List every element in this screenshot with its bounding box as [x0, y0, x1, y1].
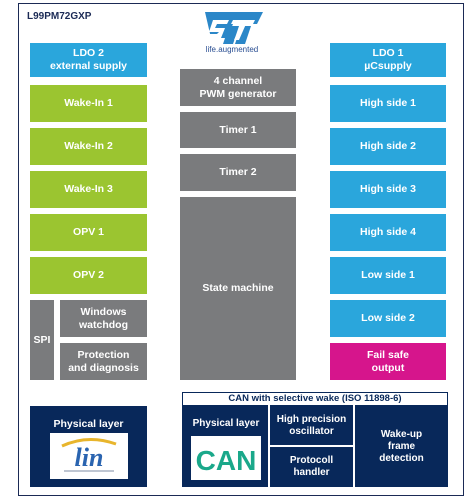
wakeup-line2: frame [387, 441, 416, 452]
spi-label: SPI [33, 333, 51, 346]
fail-safe-line1: Fail safe [366, 348, 410, 361]
wake-in-2-label: Wake-In 2 [64, 140, 113, 152]
ldo1-line1: LDO 1 [372, 47, 404, 59]
low-side-1-block: Low side 1 [330, 257, 446, 294]
opv-1-block: OPV 1 [30, 214, 147, 251]
watchdog-line2: watchdog [79, 318, 128, 331]
ldo2-line1: LDO 2 [73, 47, 104, 59]
low-side-2-block: Low side 2 [330, 300, 446, 337]
wakeup-line3: detection [379, 453, 424, 464]
wake-in-1-block: Wake-In 1 [30, 85, 147, 122]
fail-safe-line2: output [371, 361, 405, 374]
spi-block: SPI [30, 300, 54, 380]
timer-1-block: Timer 1 [180, 112, 296, 148]
st-logo-icon [205, 12, 263, 44]
timer-2-label: Timer 2 [219, 166, 257, 178]
protection-line2: and diagnosis [68, 361, 139, 374]
oscillator-line1: High precision [276, 414, 347, 425]
protocol-line1: Protocoll [289, 455, 334, 466]
opv-2-label: OPV 2 [73, 269, 104, 281]
can-logo-icon: CAN [196, 445, 257, 476]
opv-2-block: OPV 2 [30, 257, 147, 294]
can-physical-label: Physical layer [192, 418, 260, 429]
high-side-3-block: High side 3 [330, 171, 446, 208]
logo-tagline: life.augmented [205, 45, 259, 54]
can-header: CAN with selective wake (ISO 11898-6) [182, 392, 448, 406]
state-machine-block: State machine [180, 197, 296, 380]
chip-title: L99PM72GXP [27, 11, 92, 22]
lin-logo-text: lin [75, 443, 104, 472]
low-side-2-label: Low side 2 [361, 312, 415, 324]
wake-in-3-block: Wake-In 3 [30, 171, 147, 208]
pwm-line2: PWM generator [199, 87, 277, 100]
lin-physical-label: Physical layer [53, 418, 124, 430]
wake-in-2-block: Wake-In 2 [30, 128, 147, 165]
pwm-line1: 4 channel [213, 74, 263, 87]
can-logo-text: CAN [196, 445, 257, 476]
lin-logo-icon: lin [61, 438, 117, 472]
ldo2-line2: external supply [49, 60, 128, 72]
watchdog-line1: Windows [80, 305, 127, 318]
can-logo-card: CAN [191, 436, 261, 480]
timer-2-block: Timer 2 [180, 154, 296, 191]
state-machine-label: State machine [202, 282, 274, 294]
opv-1-label: OPV 1 [73, 226, 104, 238]
lin-logo-card: lin [50, 433, 128, 479]
high-side-4-block: High side 4 [330, 214, 446, 251]
diagram-frame [18, 3, 464, 496]
wake-in-3-label: Wake-In 3 [64, 183, 113, 195]
wake-in-1-label: Wake-In 1 [64, 97, 113, 109]
high-side-4-label: High side 4 [359, 226, 416, 238]
timer-1-label: Timer 1 [219, 123, 257, 136]
ldo1-line2: µCsupply [364, 60, 412, 72]
oscillator-line2: oscillator [289, 426, 334, 437]
protection-line1: Protection [77, 348, 130, 361]
wakeup-line1: Wake-up [380, 429, 423, 440]
high-side-2-label: High side 2 [359, 140, 416, 152]
can-divider-left [268, 405, 270, 487]
can-divider-right [353, 405, 355, 487]
high-side-1-block: High side 1 [330, 85, 446, 122]
high-side-1-label: High side 1 [359, 97, 416, 109]
can-divider-middle [270, 445, 353, 447]
low-side-1-label: Low side 1 [361, 269, 415, 281]
high-side-3-label: High side 3 [359, 183, 416, 195]
high-side-2-block: High side 2 [330, 128, 446, 165]
protocol-line2: handler [293, 467, 330, 478]
